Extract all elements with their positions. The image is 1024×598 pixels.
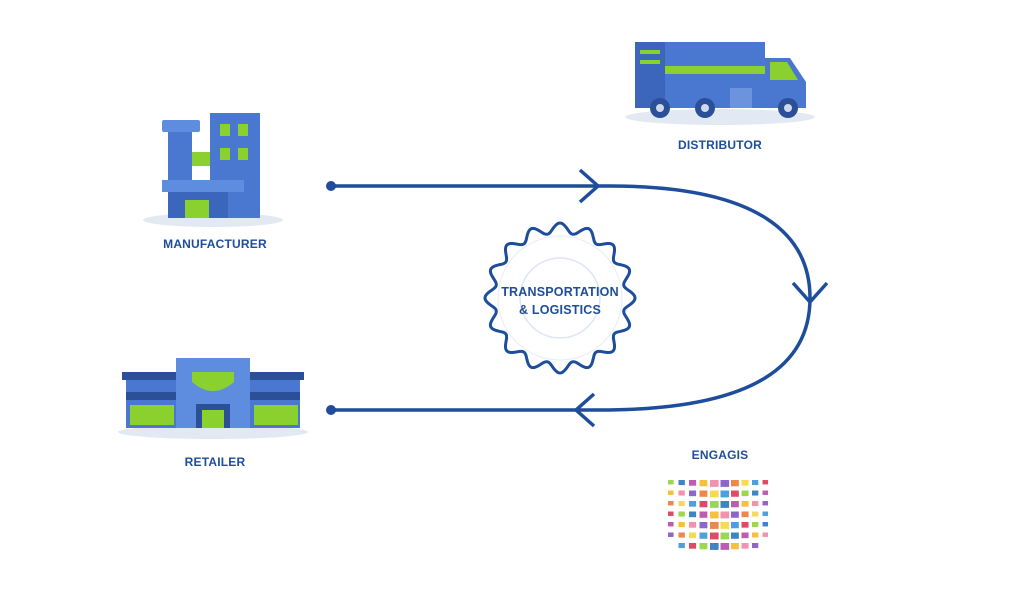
logo-tile	[731, 532, 739, 539]
distributor-label: DISTRIBUTOR	[678, 138, 762, 152]
logo-tile	[689, 543, 697, 549]
logo-tile	[689, 532, 697, 539]
logo-tile	[699, 501, 708, 508]
gear-icon	[483, 221, 637, 375]
logo-tile	[699, 480, 708, 487]
logo-tile	[752, 490, 759, 496]
logo-tile	[668, 480, 674, 485]
logo-tile	[731, 501, 739, 508]
logo-tile	[678, 490, 685, 496]
logo-tile	[762, 501, 769, 506]
logo-tile	[720, 501, 730, 508]
center-label-line1: TRANSPORTATION	[501, 285, 619, 299]
logo-tile	[731, 511, 739, 518]
logo-tile	[720, 543, 730, 550]
logo-tile	[668, 522, 674, 527]
logo-tile	[752, 480, 759, 486]
logo-tile	[762, 532, 769, 537]
logo-tile	[762, 511, 769, 516]
logo-tile	[731, 522, 739, 529]
manufacturer-label: MANUFACTURER	[163, 237, 267, 251]
logo-tile	[689, 511, 697, 518]
center-label-line2: & LOGISTICS	[518, 303, 602, 317]
manufacturer-icon	[143, 113, 283, 227]
logo-tile	[762, 480, 769, 485]
flow-start-dot	[326, 181, 336, 191]
logo-tile	[689, 490, 697, 497]
logo-tile	[741, 522, 749, 528]
logo-tile	[731, 480, 739, 487]
logo-tile	[762, 522, 769, 527]
logo-tile	[752, 532, 759, 538]
logo-tile	[678, 511, 685, 517]
engagis-label: ENGAGIS	[691, 448, 749, 462]
logo-tile	[678, 543, 685, 549]
retailer-label: RETAILER	[184, 455, 246, 469]
logo-tile	[699, 522, 708, 529]
logo-tile	[678, 480, 685, 486]
logo-tile	[668, 532, 674, 537]
logo-tile	[720, 511, 730, 519]
logo-tile	[689, 501, 697, 507]
logo-tile	[710, 522, 719, 529]
logo-tile	[741, 532, 749, 539]
logo-tile	[689, 480, 697, 486]
logo-tile	[741, 480, 749, 486]
logo-tile	[710, 490, 719, 498]
arrow-right-icon	[578, 168, 601, 204]
logo-tile	[752, 522, 759, 528]
logo-tile	[731, 490, 739, 497]
logo-tile	[720, 490, 730, 498]
logo-tile	[678, 532, 685, 538]
logo-tile	[741, 490, 749, 497]
logo-tile	[710, 532, 719, 540]
logo-tile	[720, 480, 730, 487]
logo-tile	[678, 522, 685, 528]
logo-tile	[752, 511, 759, 517]
logo-tile	[699, 543, 708, 550]
logo-tile	[752, 501, 759, 507]
logo-tile	[752, 543, 759, 549]
logo-tile	[720, 532, 730, 540]
retailer-icon	[118, 358, 308, 439]
arrow-down-icon	[791, 281, 829, 305]
logo-tile	[731, 543, 739, 550]
logo-tile	[689, 522, 697, 528]
logo-tile	[678, 501, 685, 507]
logo-tile	[668, 501, 674, 506]
logo-tile	[699, 490, 708, 497]
logo-tile	[741, 501, 749, 507]
flow-end-dot	[326, 405, 336, 415]
engagis-logo	[668, 480, 769, 550]
logo-tile	[710, 480, 719, 487]
logo-tile	[762, 490, 769, 495]
logo-tile	[699, 511, 708, 518]
arrow-left-icon	[573, 392, 596, 428]
logo-tile	[720, 522, 730, 529]
logo-tile	[710, 501, 719, 508]
flow-loop-line	[330, 184, 812, 412]
logo-tile	[741, 511, 749, 518]
logo-tile	[741, 543, 749, 549]
logo-tile	[710, 543, 719, 550]
logo-tile	[699, 532, 708, 539]
truck-icon	[625, 42, 815, 125]
logo-tile	[668, 490, 674, 495]
logo-tile	[668, 511, 674, 516]
logo-tile	[710, 511, 719, 519]
